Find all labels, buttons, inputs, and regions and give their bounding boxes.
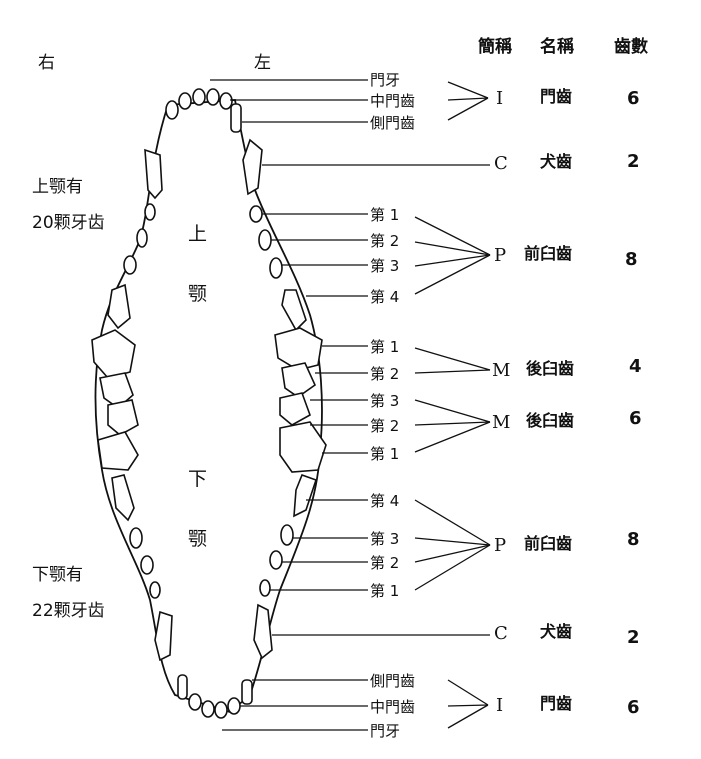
label-lower-premolar-4: 第 4 xyxy=(370,492,399,510)
column-header-abbr: 簡稱 xyxy=(477,36,512,57)
label-lower-central-incisor: 中門齒 xyxy=(370,698,415,716)
upper-canine-right xyxy=(144,148,163,200)
label-lower-premolar-2: 第 2 xyxy=(370,554,399,572)
group-abbr-upper-premolar: P xyxy=(494,245,506,266)
lower-tooth-labels: 第 3 第 2 第 1 第 4 第 3 第 2 第 1 側門齒 中門齒 門牙 xyxy=(370,392,415,740)
label-upper-molar-2: 第 2 xyxy=(370,365,399,383)
group-count-upper-incisor: 6 xyxy=(627,88,640,109)
label-upper-premolar-2: 第 2 xyxy=(370,232,399,250)
molars xyxy=(91,327,327,473)
label-lower-premolar-1: 第 1 xyxy=(370,582,399,600)
group-count-lower-premolar: 8 xyxy=(627,529,640,550)
lower-jaw-char-1: 下 xyxy=(188,468,207,490)
label-upper-lateral-incisor: 側門齒 xyxy=(370,114,415,132)
left-side-label: 左 xyxy=(254,53,271,73)
label-upper-premolar-4: 第 4 xyxy=(370,288,399,306)
lower-jaw-desc-line2: 22颗牙齿 xyxy=(32,601,105,621)
group-name-lower-canine: 犬齒 xyxy=(540,622,572,641)
group-abbr-upper-canine: C xyxy=(494,153,508,174)
group-abbr-lower-incisor: I xyxy=(496,695,503,716)
group-name-upper-incisor: 門齒 xyxy=(540,87,572,106)
group-count-lower-canine: 2 xyxy=(627,627,640,648)
label-upper-premolar-1: 第 1 xyxy=(370,206,399,224)
lower-canine-right xyxy=(154,610,173,662)
right-side-label: 右 xyxy=(38,53,55,73)
upper-jaw-desc-line1: 上颚有 xyxy=(32,177,83,197)
group-table: I 門齒 6 C 犬齒 2 P 前臼齒 8 M 後臼齒 4 M 後臼齒 6 P … xyxy=(492,87,642,718)
group-name-lower-molar: 後臼齒 xyxy=(526,411,574,430)
group-name-upper-canine: 犬齒 xyxy=(540,152,572,171)
group-brackets xyxy=(414,81,491,729)
group-count-upper-canine: 2 xyxy=(627,151,640,172)
label-lower-molar-2: 第 2 xyxy=(370,417,399,435)
group-count-lower-incisor: 6 xyxy=(627,697,640,718)
label-lower-incisor: 門牙 xyxy=(370,722,400,740)
group-name-lower-incisor: 門齒 xyxy=(540,694,572,713)
label-upper-molar-1: 第 1 xyxy=(370,338,399,356)
group-abbr-lower-canine: C xyxy=(494,623,508,644)
column-header-count: 齒數 xyxy=(614,36,648,57)
group-abbr-upper-incisor: I xyxy=(496,88,503,109)
group-count-upper-molar: 4 xyxy=(629,356,642,377)
label-lower-molar-1: 第 1 xyxy=(370,445,399,463)
column-header-name: 名稱 xyxy=(540,36,574,57)
group-name-upper-premolar: 前臼齒 xyxy=(524,244,572,263)
leader-lines xyxy=(210,79,490,731)
lower-jaw-char-2: 颚 xyxy=(188,528,207,550)
lower-canine-left xyxy=(253,603,273,660)
label-lower-molar-3: 第 3 xyxy=(370,392,399,410)
lower-premolars xyxy=(111,473,318,599)
upper-jaw-char-1: 上 xyxy=(188,223,207,245)
label-upper-premolar-3: 第 3 xyxy=(370,257,399,275)
upper-canine-left xyxy=(242,138,263,196)
lower-incisors xyxy=(177,674,253,719)
group-abbr-upper-molar: M xyxy=(492,360,510,381)
upper-jaw-char-2: 颚 xyxy=(188,283,207,305)
upper-premolars xyxy=(107,203,307,332)
label-upper-incisor: 門牙 xyxy=(370,71,400,89)
label-lower-lateral-incisor: 側門齒 xyxy=(370,672,415,690)
group-abbr-lower-molar: M xyxy=(492,412,510,433)
group-count-lower-molar: 6 xyxy=(629,408,642,429)
label-lower-premolar-3: 第 3 xyxy=(370,530,399,548)
upper-tooth-labels: 門牙 中門齒 側門齒 第 1 第 2 第 3 第 4 第 1 第 2 xyxy=(370,71,415,383)
group-name-upper-molar: 後臼齒 xyxy=(526,359,574,378)
label-upper-central-incisor: 中門齒 xyxy=(370,92,415,110)
group-abbr-lower-premolar: P xyxy=(494,535,506,556)
group-name-lower-premolar: 前臼齒 xyxy=(524,534,572,553)
upper-incisors xyxy=(165,88,242,133)
group-count-upper-premolar: 8 xyxy=(625,249,638,270)
upper-jaw-desc-line2: 20颗牙齿 xyxy=(32,213,105,233)
lower-jaw-desc-line1: 下颚有 xyxy=(32,565,83,585)
